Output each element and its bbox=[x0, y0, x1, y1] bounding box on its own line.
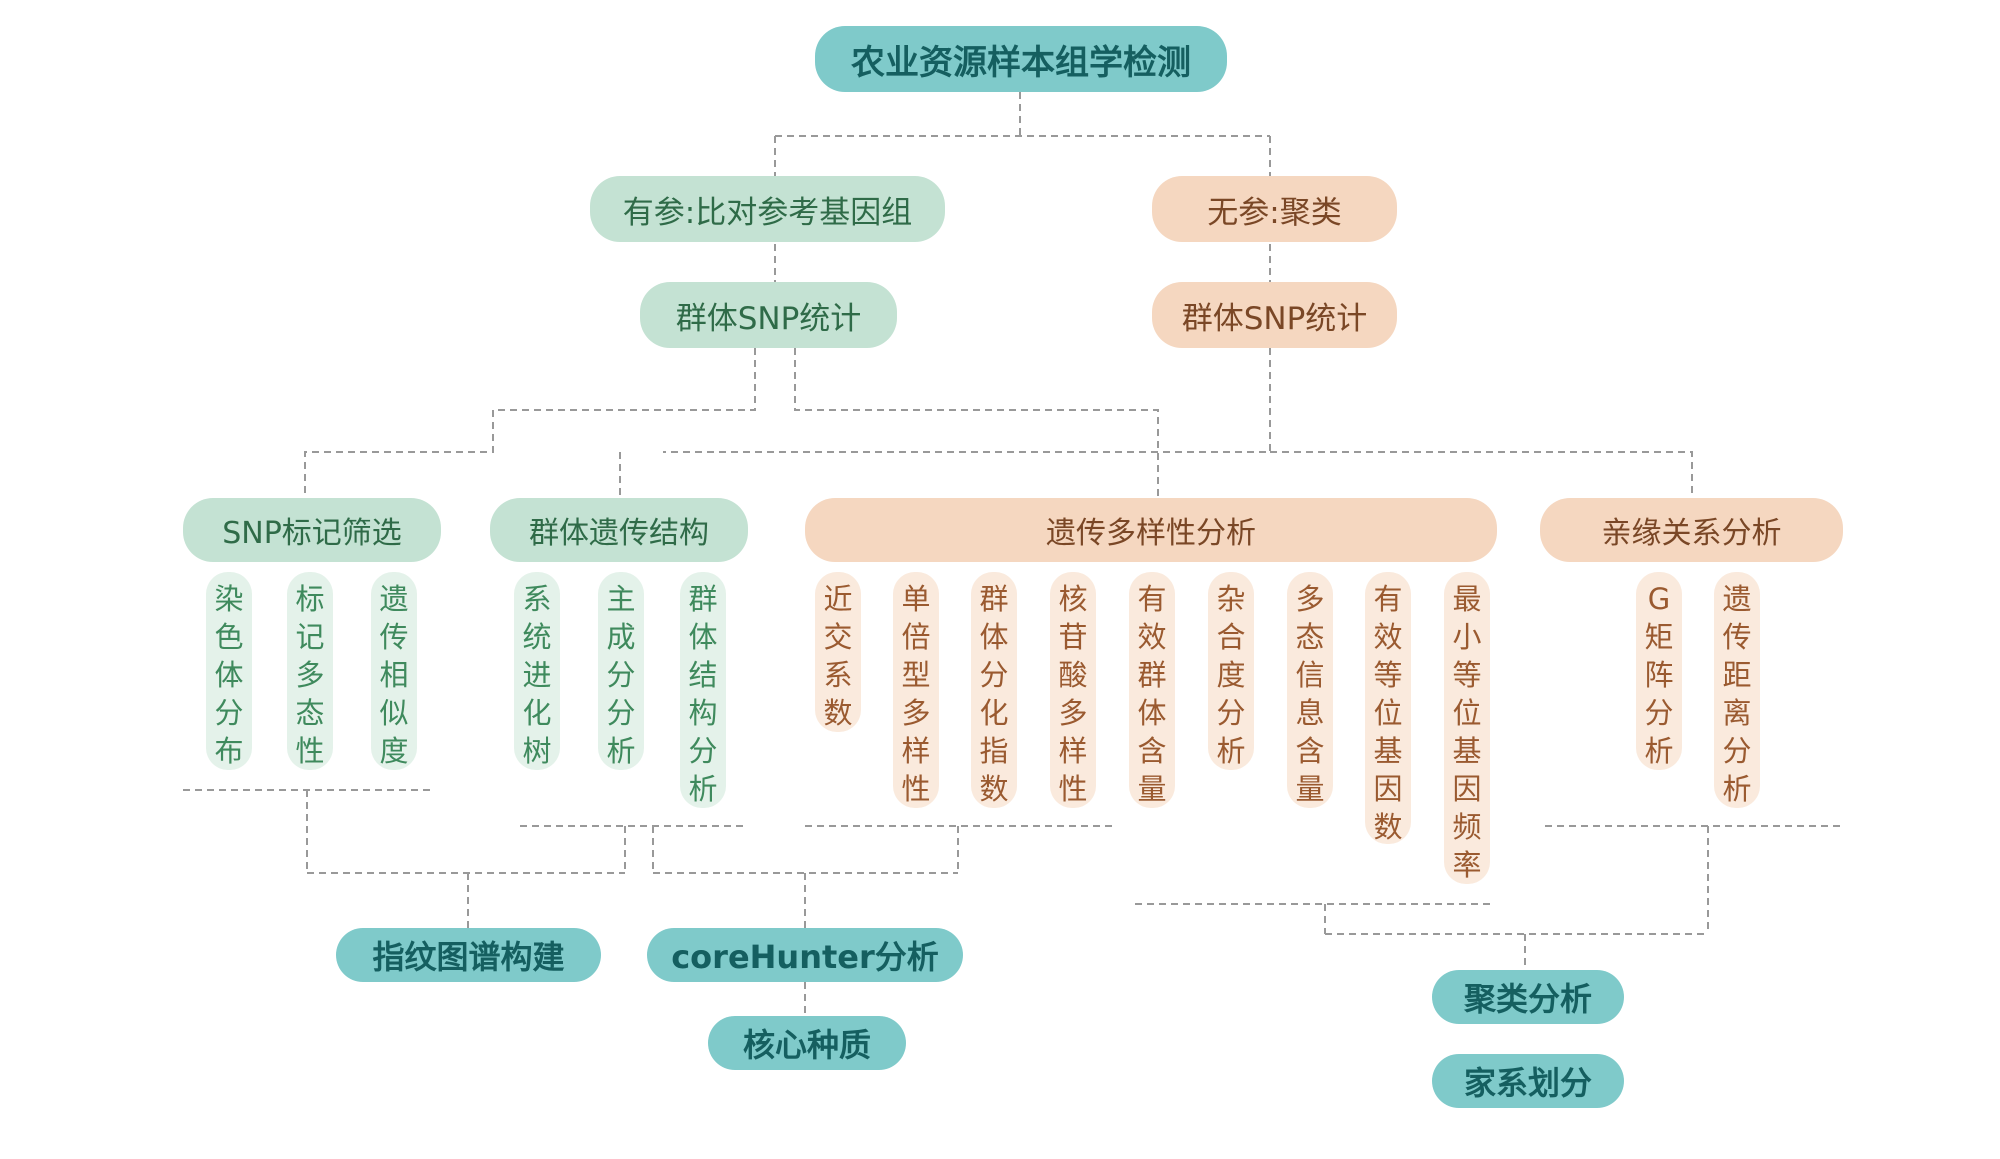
item-diversity-8: 有效等位基因数 bbox=[1365, 572, 1411, 844]
item-pop-structure-2: 主成分分析 bbox=[598, 572, 644, 770]
category-kinship-label: 亲缘关系分析 bbox=[1601, 516, 1782, 551]
output-corehunter: coreHunter分析 bbox=[647, 928, 963, 982]
connector-cluster bbox=[1325, 933, 1708, 970]
branch-noref-label: 无参:聚类 bbox=[1207, 194, 1342, 231]
item-diversity-3: 群体分化指数 bbox=[971, 572, 1017, 808]
ref-snp-node: 群体SNP统计 bbox=[640, 282, 897, 348]
noref-snp-label: 群体SNP统计 bbox=[1181, 300, 1368, 337]
branch-ref: 有参:比对参考基因组 bbox=[590, 176, 945, 242]
connector-root-branches bbox=[774, 92, 1271, 176]
item-pop-structure-1: 系统进化树 bbox=[514, 572, 560, 770]
root-node: 农业资源样本组学检测 bbox=[815, 26, 1227, 92]
bracket-snp-marker bbox=[183, 789, 435, 873]
output-cluster: 聚类分析 bbox=[1432, 970, 1624, 1024]
connector-noref-categories bbox=[663, 348, 1693, 498]
category-kinship: 亲缘关系分析 bbox=[1540, 498, 1843, 562]
category-snp-marker: SNP标记筛选 bbox=[183, 498, 441, 562]
bracket-pop-structure bbox=[520, 825, 745, 873]
item-kinship-1: G矩阵分析 bbox=[1636, 572, 1682, 770]
output-corehunter-label: coreHunter分析 bbox=[671, 938, 939, 976]
item-diversity-6: 杂合度分析 bbox=[1208, 572, 1254, 770]
noref-snp-node: 群体SNP统计 bbox=[1152, 282, 1397, 348]
category-pop-structure-label: 群体遗传结构 bbox=[529, 516, 709, 551]
output-fingerprint-label: 指纹图谱构建 bbox=[372, 938, 565, 976]
item-diversity-1: 近交系数 bbox=[815, 572, 861, 732]
branch-ref-label: 有参:比对参考基因组 bbox=[622, 194, 913, 231]
output-pedigree: 家系划分 bbox=[1432, 1054, 1624, 1108]
item-diversity-4: 核苷酸多样性 bbox=[1050, 572, 1096, 808]
item-snp-marker-2: 标记多态性 bbox=[287, 572, 333, 770]
item-kinship-2: 遗传距离分析 bbox=[1714, 572, 1760, 808]
bracket-kinship bbox=[1545, 825, 1845, 934]
item-pop-structure-3: 群体结构分析 bbox=[680, 572, 726, 808]
item-diversity-2: 单倍型多样性 bbox=[893, 572, 939, 808]
category-snp-marker-label: SNP标记筛选 bbox=[222, 516, 402, 551]
ref-snp-label: 群体SNP统计 bbox=[675, 300, 862, 337]
output-pedigree-label: 家系划分 bbox=[1463, 1064, 1592, 1102]
bracket-diversity-left bbox=[805, 825, 1112, 873]
connector-fingerprint bbox=[307, 872, 625, 928]
item-diversity-7: 多态信息含量 bbox=[1287, 572, 1333, 808]
connector-corehunter bbox=[653, 872, 958, 928]
output-cluster-label: 聚类分析 bbox=[1463, 980, 1592, 1018]
output-core-germplasm-label: 核心种质 bbox=[742, 1026, 871, 1064]
category-diversity-label: 遗传多样性分析 bbox=[1046, 516, 1256, 551]
item-snp-marker-3: 遗传相似度 bbox=[371, 572, 417, 770]
branch-noref: 无参:聚类 bbox=[1152, 176, 1397, 242]
bracket-diversity-right bbox=[1135, 903, 1490, 934]
category-pop-structure: 群体遗传结构 bbox=[490, 498, 748, 562]
item-snp-marker-1: 染色体分布 bbox=[206, 572, 252, 770]
output-core-germplasm: 核心种质 bbox=[708, 1016, 906, 1070]
output-fingerprint: 指纹图谱构建 bbox=[336, 928, 601, 982]
root-label: 农业资源样本组学检测 bbox=[851, 42, 1191, 83]
connector-ref-categories bbox=[304, 348, 1159, 498]
item-diversity-5: 有效群体含量 bbox=[1129, 572, 1175, 808]
category-diversity: 遗传多样性分析 bbox=[805, 498, 1497, 562]
item-diversity-9: 最小等位基因频率 bbox=[1444, 572, 1490, 884]
